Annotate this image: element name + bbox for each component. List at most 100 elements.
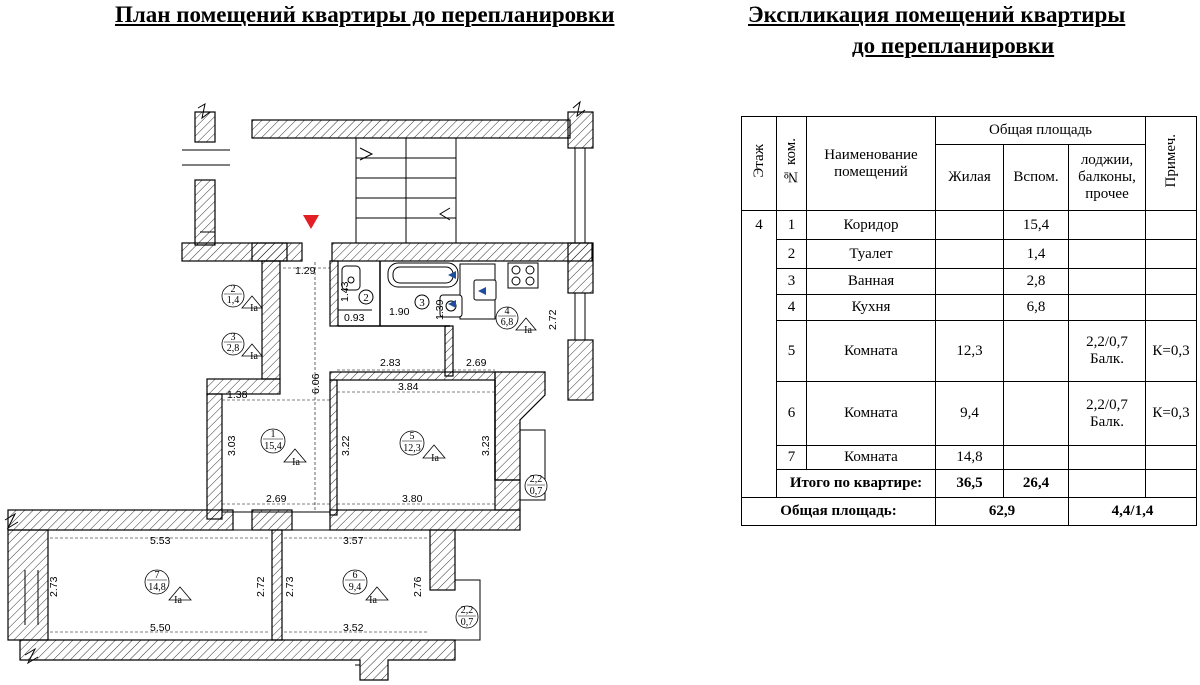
staircase: [355, 137, 457, 244]
header-aux: Вспом.: [1003, 144, 1069, 211]
header-floor: Этаж: [741, 116, 777, 211]
dim-label: 3.84: [398, 381, 419, 393]
wall: [329, 509, 521, 531]
room-marker: 4 6,8 Iа: [495, 306, 537, 336]
header-note: Примеч.: [1145, 116, 1197, 211]
room-class: Iа: [250, 303, 258, 314]
room-area: 12,3: [403, 443, 421, 454]
cell-loggia: [1068, 268, 1146, 295]
wall: [251, 119, 571, 139]
header-name: Наименование помещений: [806, 116, 936, 211]
stove-icon: [507, 262, 539, 289]
wall: [7, 529, 49, 641]
cell-loggia: [1068, 294, 1146, 321]
break-marks: [4, 100, 586, 665]
room-marker: 1 15,4 Iа: [260, 428, 307, 468]
room-number: 2: [231, 284, 236, 295]
dim-label: 3.23: [480, 435, 492, 456]
wall: [429, 529, 456, 591]
dim-label: 1.90: [389, 306, 410, 318]
walls: [7, 111, 594, 681]
header-living: Жилая: [935, 144, 1004, 211]
cell-aux: 15,4: [1003, 210, 1069, 240]
dim-label: 1.38: [227, 389, 248, 401]
room-number: 7: [155, 570, 160, 581]
total-area-value: 62,9: [935, 497, 1069, 526]
cell-floor: 4: [741, 210, 777, 498]
cell-name: Кухня: [806, 294, 936, 321]
cell-no: 6: [776, 381, 807, 446]
balcony-markers: 2,2 0,7 2,2 0,7: [455, 474, 548, 629]
dim-label: 3.52: [343, 622, 364, 634]
plan-title: План помещений квартиры до перепланировк…: [115, 2, 615, 27]
cell-living: [935, 294, 1004, 321]
explication-title-line1: Экспликация помещений квартиры: [748, 2, 1126, 27]
cell-loggia: [1068, 469, 1146, 498]
dim-label: 3.03: [226, 435, 238, 456]
cell-aux: [1003, 381, 1069, 446]
cell-aux: 1,4: [1003, 239, 1069, 269]
wall: [271, 529, 283, 641]
dim-label: 1.29: [295, 265, 316, 277]
small-room-numbers: 2 3: [358, 289, 430, 310]
dim-label: 2.73: [284, 576, 296, 597]
wall: [261, 260, 281, 380]
cell-name: Ванная: [806, 268, 936, 295]
partitions: [48, 261, 496, 641]
cell-living: 9,4: [935, 381, 1004, 446]
room-area: 15,4: [264, 441, 282, 452]
cell-note: [1145, 445, 1197, 470]
cell-no: 1: [776, 210, 807, 240]
cell-note: [1145, 469, 1197, 498]
wall: [567, 339, 594, 401]
cell-loggia: [1068, 239, 1146, 269]
room-number: 3: [231, 332, 236, 343]
dim-label: 2.76: [412, 576, 424, 597]
room-class: Iа: [369, 595, 377, 606]
bathroom-fixtures: [341, 262, 539, 320]
dim-label: 3.80: [402, 493, 423, 505]
dim-label: 6.06: [310, 373, 322, 394]
room-area: 1,4: [227, 295, 240, 306]
cell-name: Комната: [806, 445, 936, 470]
explication-table: Этаж № ком. Наименование помещений Общая…: [741, 116, 1197, 526]
wall: [206, 378, 281, 395]
dim-label: 0.93: [344, 312, 365, 324]
wall: [329, 260, 339, 327]
header-loggia: лоджии, балконы, прочее: [1068, 144, 1146, 211]
dimension-lines: [50, 262, 495, 633]
cell-name: Туалет: [806, 239, 936, 269]
room-area: 14,8: [148, 582, 166, 593]
room-number: 6: [353, 570, 358, 581]
wall: [206, 393, 223, 520]
table-header-row: Жилая Вспом. лоджии, балконы, прочее: [742, 144, 1197, 211]
room-marker: 3 2,8 Iа: [221, 332, 263, 362]
table-row: 4 Кухня 6,8: [742, 294, 1197, 321]
cell-note: К=0,3: [1145, 381, 1197, 446]
table-row: 4 1 Коридор 15,4: [741, 210, 1197, 498]
wall: [444, 325, 454, 377]
balcony-area: 2,2: [461, 605, 474, 616]
room-marker: 2 1,4 Iа: [221, 284, 263, 314]
room-number: 5: [410, 431, 415, 442]
wall: [329, 371, 496, 381]
dimension-labels: 1.29 1.43 0.93 1.90 1.39 2.72 2.83 2.69 …: [48, 265, 559, 634]
cell-no: 5: [776, 320, 807, 382]
dim-label: 3.22: [340, 435, 352, 456]
cell-no: 4: [776, 294, 807, 321]
plumbing-arrows: [448, 271, 486, 308]
total-apartment-label: Итого по квартире:: [776, 469, 936, 498]
cell-no: 2: [776, 239, 807, 269]
windows: [24, 148, 586, 666]
room-class: Iа: [174, 595, 182, 606]
dim-label: 2.72: [547, 309, 559, 330]
room-area: 2,8: [227, 343, 240, 354]
cell-note: [1145, 294, 1197, 321]
cell-aux: 2,8: [1003, 268, 1069, 295]
table-header-row: Этаж № ком. Наименование помещений Общая…: [741, 116, 1197, 211]
explication-title-line2: до перепланировки: [852, 33, 1055, 58]
wall: [251, 242, 303, 262]
room-class: Iа: [250, 351, 258, 362]
room-class: Iа: [524, 325, 532, 336]
cell-loggia: [1068, 210, 1146, 240]
